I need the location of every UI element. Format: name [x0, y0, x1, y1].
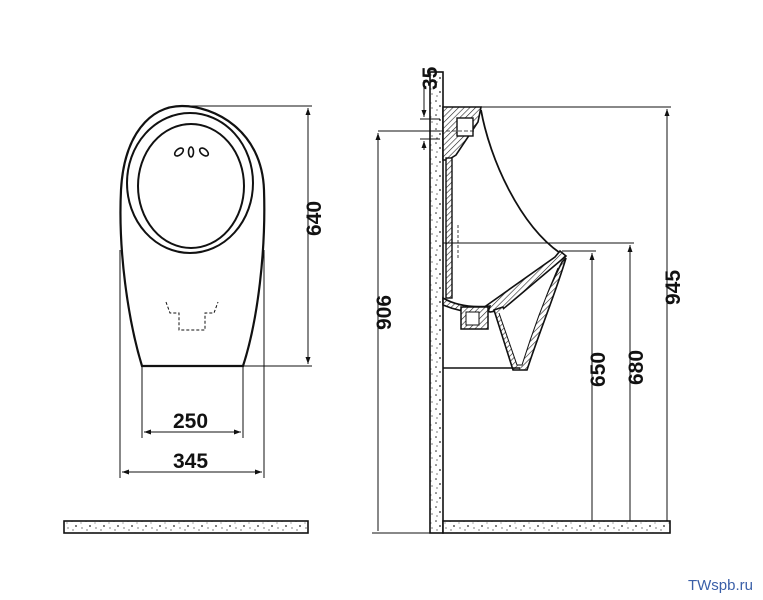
dim-label-250: 250 — [173, 410, 208, 433]
watermark: TWspb.ru — [687, 577, 753, 594]
hidden-outlet — [165, 301, 219, 331]
flush-hole-icon — [187, 146, 195, 158]
dim-label-906: 906 — [373, 295, 396, 330]
dim-label-35: 35 — [419, 66, 442, 90]
lip-section — [481, 249, 568, 313]
floor-slab-front — [63, 520, 309, 534]
flush-hole-icon — [198, 147, 210, 157]
floor-slab-side — [442, 520, 671, 534]
dim-label-945: 945 — [662, 270, 685, 305]
bowl-rim — [126, 112, 254, 254]
wall — [429, 71, 444, 534]
dim-label-640: 640 — [303, 201, 326, 236]
flush-hole-icon — [173, 147, 185, 157]
dim-label-345: 345 — [173, 450, 208, 473]
side-view — [372, 71, 671, 534]
bowl-front-curve — [480, 109, 561, 254]
back-wall-section — [445, 157, 453, 299]
front-view — [119, 104, 312, 478]
bowl-inner — [137, 123, 245, 249]
dim-label-650: 650 — [587, 352, 610, 387]
dim-label-680: 680 — [625, 350, 648, 385]
